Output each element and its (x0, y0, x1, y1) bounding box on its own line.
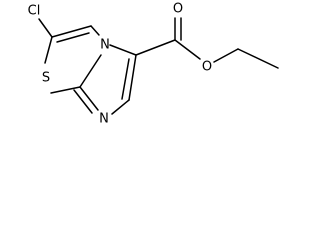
atom-labels: Cl S N N O O (28, 2, 212, 127)
bond-c5-c6-double (121, 58, 130, 100)
chemical-structure-diagram: Cl S N N O O (28, 2, 279, 127)
bond-n-bridge-c5 (109, 44, 137, 56)
atom-n-ring: N (99, 112, 109, 127)
atom-cl: Cl (28, 4, 41, 19)
bond-n-ring-c7a (79, 86, 99, 111)
atom-n-bridge: N (100, 38, 110, 53)
bond-ch2-ch3 (237, 48, 279, 69)
atom-o-ester: O (202, 60, 212, 75)
atom-o-carbonyl: O (173, 2, 183, 17)
bond-c2-c3-double (56, 32, 90, 43)
bond-c6-n-ring (111, 99, 130, 115)
bond-c2-c3 (51, 25, 92, 38)
bond-cl-c2 (38, 18, 53, 38)
bond-o-ester-ch2 (213, 48, 239, 63)
bond-c3-n-bridge (90, 25, 100, 36)
bond-s-c7a (50, 86, 81, 94)
atom-s: S (42, 71, 50, 86)
bond-carbonyl-c-o-ester (174, 39, 201, 60)
bond-c5-carbonyl-c (135, 39, 176, 56)
bond-c7a-n-bridge (79, 54, 102, 88)
bond-n-ring-c7a-double (73, 89, 93, 114)
bond-c5-c6 (128, 54, 137, 101)
bonds (38, 17, 279, 115)
bond-c2-s (44, 36, 53, 64)
